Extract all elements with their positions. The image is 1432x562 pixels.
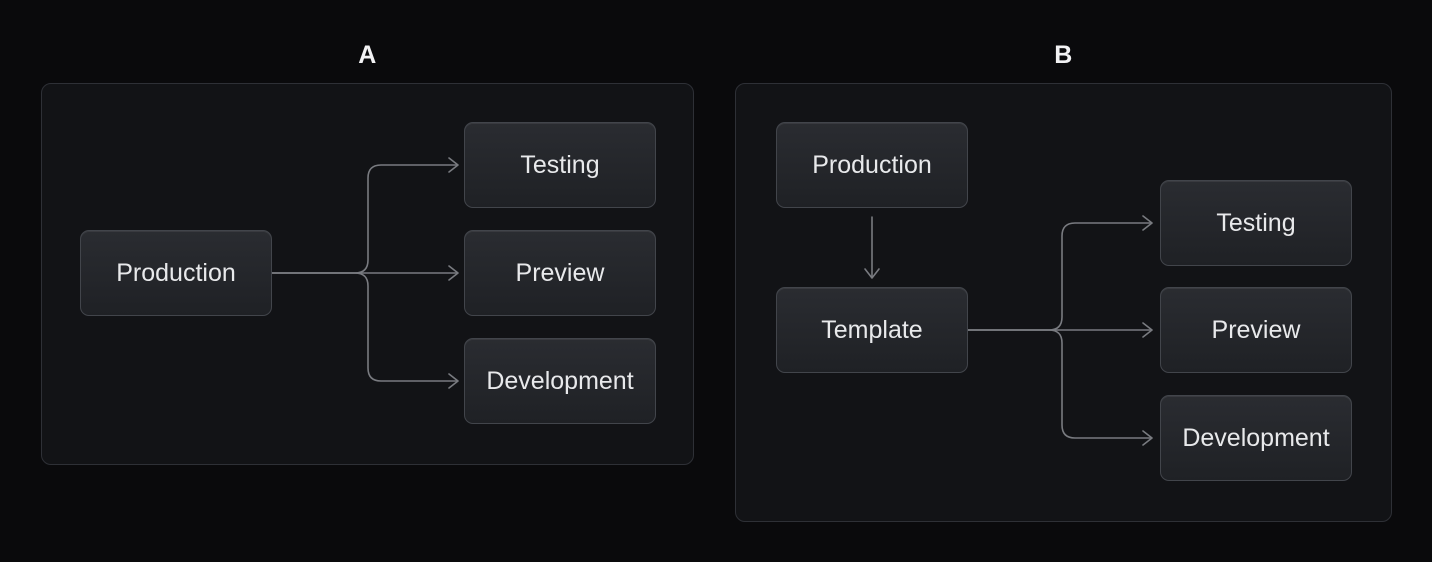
panel-b-label: B: [1054, 41, 1073, 69]
node-a-production: Production: [80, 230, 272, 316]
node-b-testing-label: Testing: [1216, 208, 1296, 237]
node-a-preview: Preview: [464, 230, 656, 316]
node-b-development-label: Development: [1182, 423, 1330, 452]
node-b-development: Development: [1160, 395, 1352, 481]
node-b-preview: Preview: [1160, 287, 1352, 373]
node-b-production-label: Production: [812, 150, 932, 179]
node-a-preview-label: Preview: [515, 258, 605, 287]
node-b-template-label: Template: [821, 315, 923, 344]
panel-a-label: A: [358, 41, 377, 69]
node-a-production-label: Production: [116, 258, 236, 287]
node-a-testing: Testing: [464, 122, 656, 208]
node-a-development-label: Development: [486, 366, 634, 395]
node-b-testing: Testing: [1160, 180, 1352, 266]
node-a-testing-label: Testing: [520, 150, 600, 179]
node-a-development: Development: [464, 338, 656, 424]
node-b-preview-label: Preview: [1211, 315, 1301, 344]
node-b-template: Template: [776, 287, 968, 373]
node-b-production: Production: [776, 122, 968, 208]
